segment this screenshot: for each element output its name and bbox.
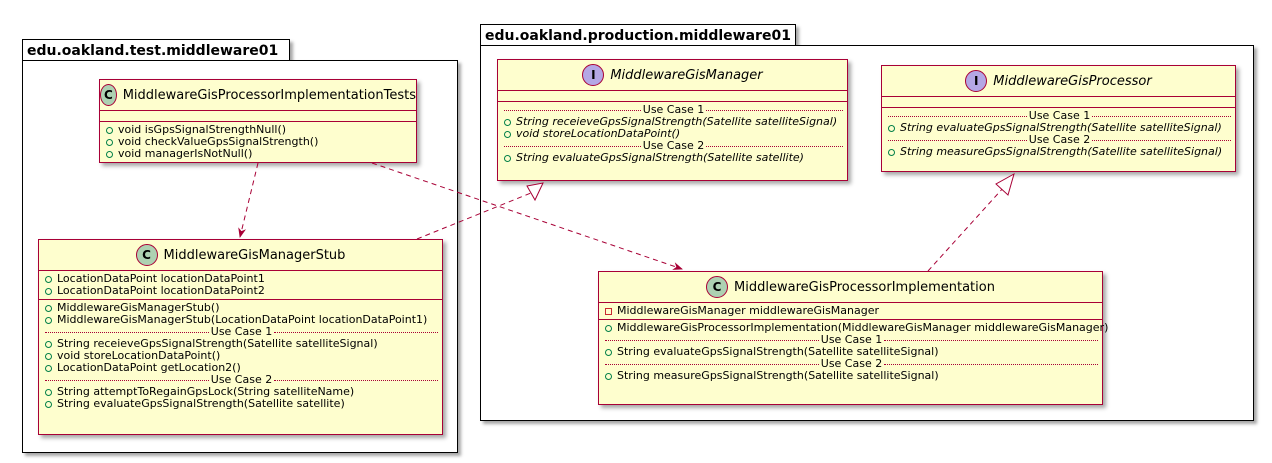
method: void managerIsNotNull() [106,148,412,160]
class-tests[interactable]: C MiddlewareGisProcessorImplementationTe… [99,79,417,163]
use-case-separator: Use Case 2 [45,374,438,386]
interface-processor[interactable]: I MiddlewareGisProcessor Use Case 1 Stri… [881,65,1236,172]
use-case-separator: Use Case 2 [504,140,843,152]
interface-badge-icon: I [965,70,988,92]
public-marker-icon [504,118,511,126]
fields-section: LocationDataPoint locationDataPoint1 Loc… [39,271,442,300]
class-tests-header: C MiddlewareGisProcessorImplementationTe… [100,80,416,111]
method: String evaluateGpsSignalStrength(Satelli… [888,122,1231,134]
public-marker-icon [45,400,52,408]
public-marker-icon [106,150,113,158]
public-marker-icon [888,124,895,132]
interface-badge-icon: I [582,64,605,86]
methods-section: MiddlewareGisProcessorImplementation(Mid… [599,320,1108,384]
use-case-separator: Use Case 1 [45,326,438,338]
methods-section: Use Case 1 String evaluateGpsSignalStren… [882,108,1235,160]
public-marker-icon [504,130,511,138]
public-marker-icon [45,275,52,283]
field: LocationDataPoint locationDataPoint1 [45,273,438,285]
method: String receieveGpsSignalStrength(Satelli… [504,116,843,128]
class-name: MiddlewareGisManagerStub [163,247,346,263]
method: MiddlewareGisManagerStub(LocationDataPoi… [45,314,438,326]
method: MiddlewareGisProcessorImplementation(Mid… [605,322,1108,334]
class-impl[interactable]: C MiddlewareGisProcessorImplementation M… [598,271,1108,405]
public-marker-icon [45,340,52,348]
public-marker-icon [504,154,511,162]
field: MiddlewareGisManager middlewareGisManage… [605,305,1098,317]
methods-section: void isGpsSignalStrengthNull() void chec… [100,122,416,162]
class-badge-icon: C [135,244,158,266]
public-marker-icon [106,126,113,134]
public-marker-icon [888,148,895,156]
public-marker-icon [605,372,612,380]
method: void checkValueGpsSignalStrength() [106,136,412,148]
package-test-name: edu.oakland.test.middleware01 [27,43,279,59]
method: LocationDataPoint getLocation2() [45,362,438,374]
class-name: MiddlewareGisProcessorImplementation [734,279,995,295]
class-badge-icon: C [706,276,729,298]
method: void storeLocationDataPoint() [45,350,438,362]
methods-section: Use Case 1 String receieveGpsSignalStren… [498,102,847,166]
fields-section [498,91,847,102]
method: String evaluateGpsSignalStrength(Satelli… [504,152,843,164]
class-stub[interactable]: C MiddlewareGisManagerStub LocationDataP… [38,239,443,435]
interface-manager[interactable]: I MiddlewareGisManager Use Case 1 String… [497,59,848,181]
class-name: MiddlewareGisProcessorImplementationTest… [122,87,416,103]
use-case-separator: Use Case 1 [504,104,843,116]
method: String measureGpsSignalStrength(Satellit… [605,370,1098,382]
method: String measureGpsSignalStrength(Satellit… [888,146,1231,158]
use-case-separator: Use Case 1 [605,334,1098,346]
method: String evaluateGpsSignalStrength(Satelli… [45,398,438,410]
class-badge-icon: C [100,84,117,106]
method: String evaluateGpsSignalStrength(Satelli… [605,346,1098,358]
interface-processor-header: I MiddlewareGisProcessor [882,66,1235,97]
package-test-tab: edu.oakland.test.middleware01 [22,39,290,61]
interface-name: MiddlewareGisProcessor [993,73,1152,89]
method: void isGpsSignalStrengthNull() [106,124,412,136]
package-production-tab: edu.oakland.production.middleware01 [480,24,796,46]
interface-name: MiddlewareGisManager [610,67,763,83]
public-marker-icon [45,352,52,360]
public-marker-icon [106,138,113,146]
public-marker-icon [45,287,52,295]
fields-section: MiddlewareGisManager middlewareGisManage… [599,303,1102,320]
class-stub-header: C MiddlewareGisManagerStub [39,240,442,271]
method: String attemptToRegainGpsLock(String sat… [45,386,438,398]
fields-section [882,97,1235,108]
public-marker-icon [45,304,52,312]
use-case-separator: Use Case 2 [888,134,1231,146]
private-marker-icon [605,307,612,315]
interface-manager-header: I MiddlewareGisManager [498,60,847,91]
public-marker-icon [605,348,612,356]
use-case-separator: Use Case 2 [605,358,1098,370]
method: MiddlewareGisManagerStub() [45,302,438,314]
method: void storeLocationDataPoint() [504,128,843,140]
fields-section [100,111,416,122]
use-case-separator: Use Case 1 [888,110,1231,122]
methods-section: MiddlewareGisManagerStub() MiddlewareGis… [39,300,442,412]
public-marker-icon [45,316,52,324]
public-marker-icon [45,364,52,372]
package-production-name: edu.oakland.production.middleware01 [485,28,791,44]
class-impl-header: C MiddlewareGisProcessorImplementation [599,272,1102,303]
public-marker-icon [605,324,612,332]
public-marker-icon [45,388,52,396]
method: String receieveGpsSignalStrength(Satelli… [45,338,438,350]
field: LocationDataPoint locationDataPoint2 [45,285,438,297]
